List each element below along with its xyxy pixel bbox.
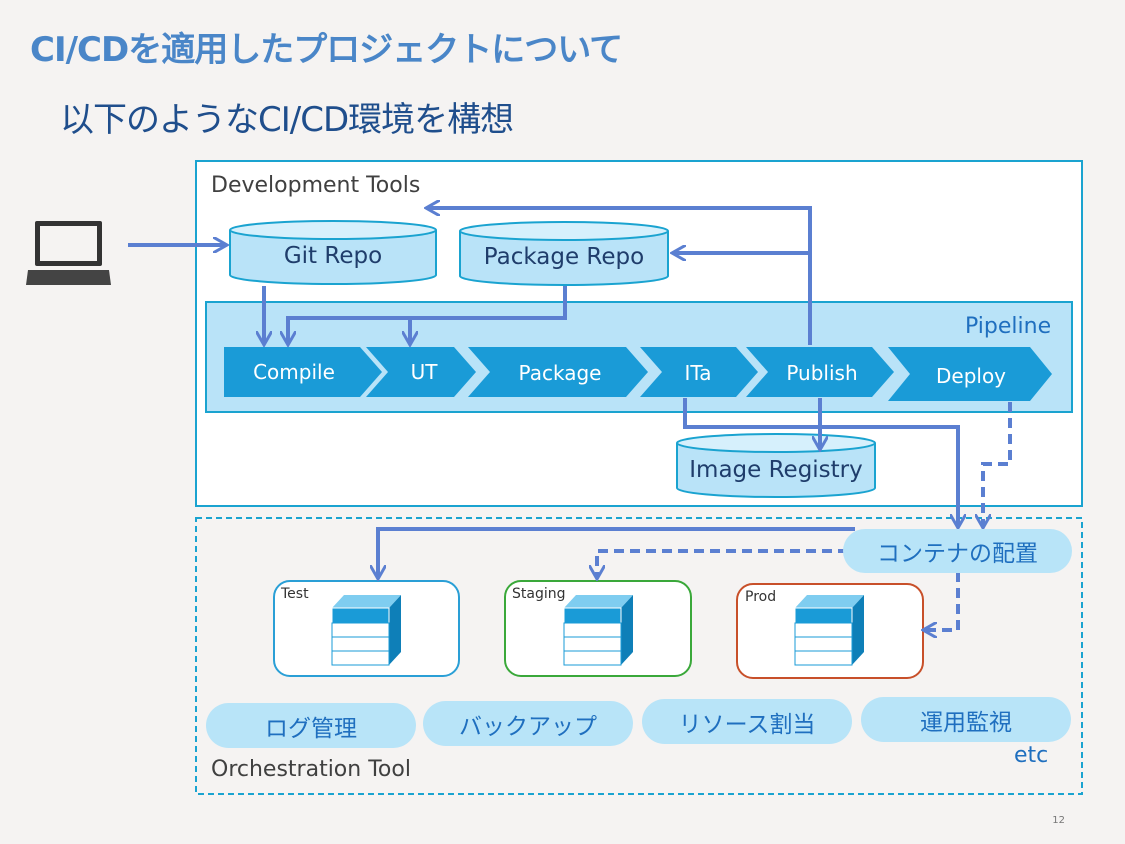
orchestration-tool-box: [195, 517, 1083, 795]
env-label-test: Test: [281, 586, 309, 602]
stage-label-ita: ITa: [684, 361, 712, 385]
slide-subtitle: 以下のようなCI/CD環境を構想: [60, 100, 514, 140]
stage-label-compile: Compile: [253, 360, 335, 384]
etc-label: etc: [1014, 743, 1049, 768]
dashed-arrows: [597, 402, 1012, 630]
container-placement-pill: コンテナの配置: [843, 529, 1072, 573]
orchestration-tool-label: Orchestration Tool: [211, 757, 411, 782]
env-label-staging: Staging: [512, 586, 566, 602]
pipeline-label: Pipeline: [965, 314, 1052, 339]
service-resource-allocation: リソース割当: [642, 699, 852, 744]
git-repo-cylinder: [229, 220, 437, 285]
page-number: 12: [1052, 815, 1065, 826]
stage-ita[interactable]: [640, 347, 758, 397]
stage-label-publish: Publish: [786, 361, 858, 385]
env-label-prod: Prod: [745, 589, 777, 605]
service-backup: バックアップ: [423, 701, 633, 746]
stage-label-ut: UT: [410, 360, 438, 384]
package-repo-label: Package Repo: [483, 244, 645, 270]
laptop-icon: [26, 221, 111, 285]
stage-label-package: Package: [518, 361, 602, 385]
image-registry-label: Image Registry: [689, 457, 863, 483]
service-log-management: ログ管理: [206, 703, 416, 748]
package-repo-cylinder: [459, 221, 669, 286]
server-icon: [331, 595, 401, 666]
development-tools-label: Development Tools: [211, 173, 421, 198]
stage-deploy[interactable]: [888, 347, 1052, 401]
slide-title: CI/CDを適用したプロジェクトについて: [30, 30, 623, 70]
git-repo-label: Git Repo: [283, 243, 383, 269]
stage-ut[interactable]: [366, 347, 476, 397]
stage-compile[interactable]: [224, 347, 382, 397]
server-icon: [563, 595, 633, 666]
stage-package[interactable]: [468, 347, 648, 397]
stage-publish[interactable]: [746, 347, 894, 397]
pipeline-stages: [224, 347, 1052, 401]
server-icon: [794, 595, 864, 666]
service-operation-monitoring: 運用監視: [861, 697, 1071, 742]
stage-label-deploy: Deploy: [935, 364, 1007, 388]
flow-arrows: [128, 208, 958, 577]
